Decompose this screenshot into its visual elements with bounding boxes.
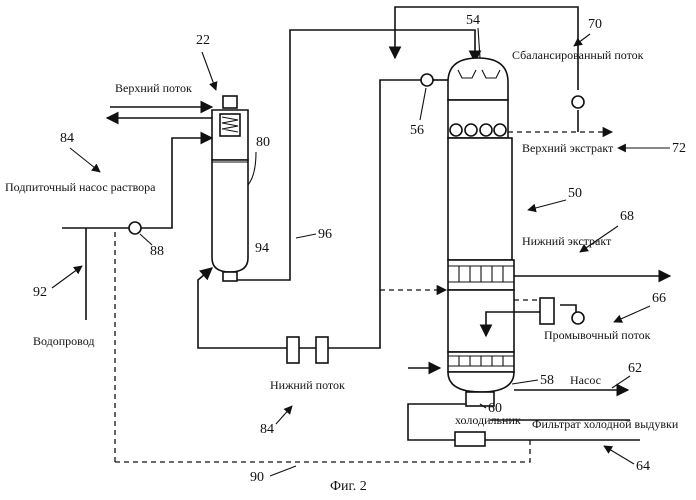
- label-makeup-pump: Подпиточный насос раствора: [5, 180, 156, 194]
- ref-70: 70: [588, 17, 602, 32]
- ref-92: 92: [33, 285, 47, 300]
- left-vessel-top-nozzle: [223, 96, 237, 108]
- ref-92-pointer: [52, 266, 82, 288]
- ref-64: 64: [636, 459, 650, 474]
- ref-84a-pointer: [70, 148, 100, 172]
- ref-80-pointer: [248, 152, 256, 185]
- cooler-84-left: [287, 337, 299, 363]
- pump-66-icon: [572, 312, 584, 324]
- ref-94: 94: [255, 241, 269, 256]
- ref-88-pointer: [140, 234, 152, 245]
- ref-58: 58: [540, 373, 554, 388]
- left-vessel: [212, 96, 248, 281]
- column-bottom-head: [448, 372, 514, 392]
- pump-88-icon: [129, 222, 141, 234]
- label-upper-extract: Верхний экстракт: [522, 141, 614, 155]
- ref-62-pointer: [612, 376, 630, 388]
- ref-96-pointer: [296, 234, 316, 238]
- cooler-84-right: [316, 337, 328, 363]
- label-wash-stream: Промывочный поток: [544, 328, 651, 342]
- ref-96: 96: [318, 227, 332, 242]
- figure-caption: Фиг. 2: [330, 479, 367, 494]
- column-top-head: [448, 58, 508, 100]
- bottom-cooler: [455, 432, 485, 446]
- ref-66-pointer: [614, 306, 650, 322]
- label-upper-stream: Верхний поток: [115, 81, 192, 95]
- label-lower-stream: Нижний поток: [270, 378, 345, 392]
- pump-56-icon: [421, 74, 433, 86]
- column-lower-body: [448, 290, 514, 352]
- ref-84b: 84: [260, 422, 274, 437]
- label-balanced-stream: Сбалансированный поток: [512, 48, 644, 62]
- left-vessel-bottom-nozzle: [223, 272, 237, 281]
- label-lower-extract: Нижний экстракт: [522, 234, 612, 248]
- left-vessel-body: [212, 160, 248, 272]
- ref-22: 22: [196, 33, 210, 48]
- ref-88: 88: [150, 244, 164, 259]
- ref-64-pointer: [604, 446, 634, 464]
- ref-90-pointer: [270, 466, 296, 476]
- label-water-supply: Водопровод: [33, 334, 95, 348]
- ref-60: 60: [488, 401, 502, 416]
- line-96: [237, 30, 475, 280]
- ref-62: 62: [628, 361, 642, 376]
- column-body: [448, 138, 512, 260]
- ref-50-pointer: [528, 200, 566, 210]
- wash-filter: [540, 298, 554, 324]
- ref-56: 56: [410, 123, 424, 138]
- ref-50: 50: [568, 186, 582, 201]
- label-pump: Насос: [570, 373, 601, 387]
- pump-70-icon: [572, 96, 584, 108]
- ref-66: 66: [652, 291, 666, 306]
- ref-72: 72: [672, 141, 686, 156]
- ref-54: 54: [466, 13, 480, 28]
- ref-84b-pointer: [276, 406, 292, 424]
- ref-56-pointer: [420, 88, 426, 120]
- ref-84a: 84: [60, 131, 74, 146]
- ref-58-pointer: [512, 380, 538, 384]
- ref-70-pointer: [574, 34, 590, 46]
- label-cold-blow-filtrate: Фильтрат холодной выдувки: [532, 417, 679, 431]
- main-column: [448, 58, 514, 406]
- ref-80: 80: [256, 135, 270, 150]
- ref-68: 68: [620, 209, 634, 224]
- ref-22-pointer: [202, 52, 216, 90]
- ref-54-pointer: [478, 28, 480, 58]
- ref-90: 90: [250, 470, 264, 485]
